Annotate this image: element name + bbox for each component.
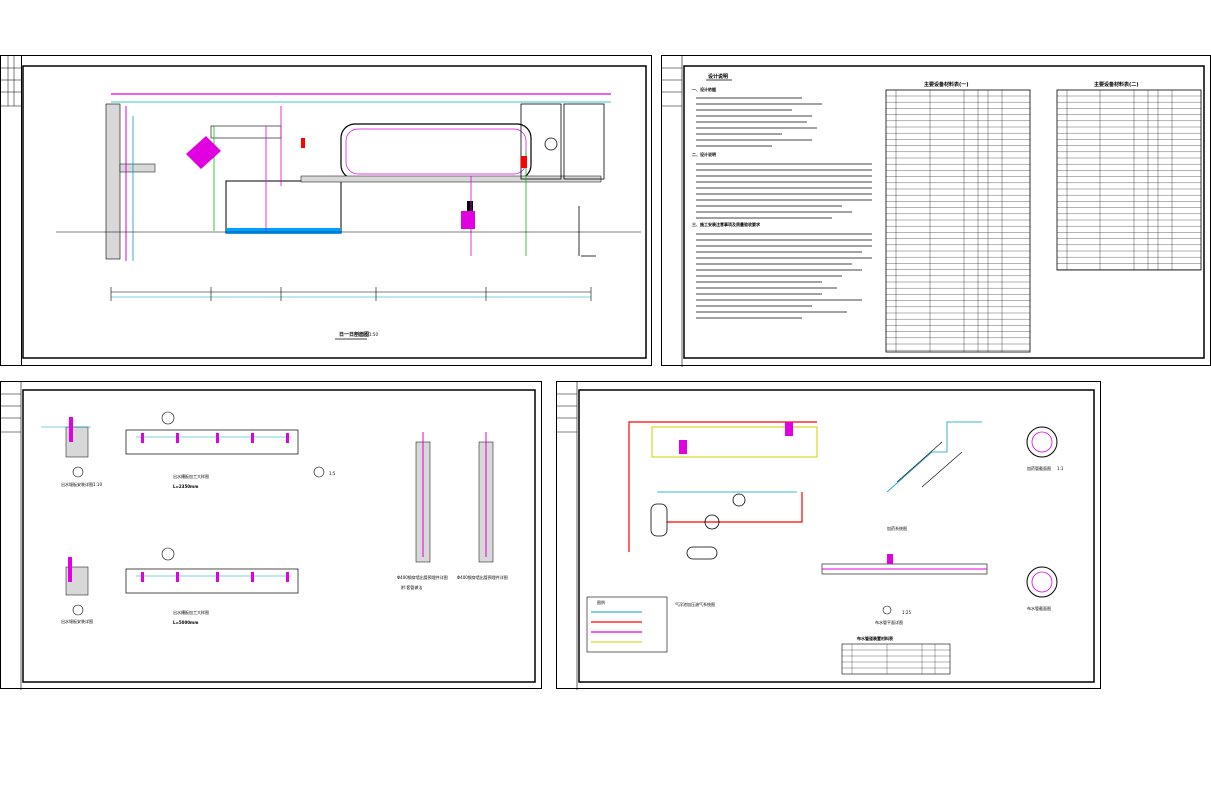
dosing-pipe-section-label: 加药管截面图 (1027, 465, 1051, 471)
detail-c-label: 出水堰板安装详图 (61, 618, 93, 624)
section-view-scale: 1:50 (369, 332, 378, 337)
legend-title: 图例 (597, 599, 605, 605)
air-system-sheet: 气浮池加压溶气系统图 图例 加药系统图 加药管截面图 1:1 布水管截面图 布水… (557, 382, 1095, 690)
material-table-title: 布水管道装置材料表 (857, 635, 893, 641)
drawing-sheet-notes: 设计说明 一、设计依据 二、设计说明 三、施工安装注意事项及质量验收要求 (661, 55, 1211, 367)
section-2-heading: 二、设计说明 (692, 151, 716, 157)
plan-scale: 1:25 (902, 610, 911, 615)
detail-d-length: L=5000mm (173, 620, 198, 625)
distribution-section-label: 布水管截面图 (1027, 605, 1051, 611)
air-system-label: 气浮池加压溶气系统图 (675, 601, 715, 607)
equipment-table-1-title: 主要设备材料表(一) (924, 81, 969, 88)
detail-d-label: 出水槽板加工大样图 (173, 609, 209, 615)
distribution-plan-label: 布水管平面详图 (875, 619, 903, 625)
drawing-sheet-details: 出水堰板安装详图 1:10 出水槽板加工大样图 L=2350mm 1:5 出水堰… (0, 381, 542, 690)
title-strip (1, 56, 22, 365)
details-sheet: 出水堰板安装详图 1:10 出水槽板加工大样图 L=2350mm 1:5 出水堰… (1, 382, 536, 690)
drawing-sheet-air-system: 气浮池加压溶气系统图 图例 加药系统图 加药管截面图 1:1 布水管截面图 布水… (556, 381, 1101, 690)
section-1-heading: 一、设计依据 (692, 86, 716, 92)
detail-b-label: 出水槽板加工大样图 (173, 473, 209, 479)
pipe-embed-a-sub: 附:套管做法 (401, 584, 422, 590)
equipment-table-2-title: 主要设备材料表(二) (1094, 81, 1139, 88)
drawing-sheet-section: 日一日剖面图 1:50 (0, 55, 652, 366)
detail-a-scale: 1:10 (93, 482, 102, 487)
detail-b-scale: 1:5 (329, 471, 336, 476)
section-scale: 1:1 (1057, 466, 1064, 471)
detail-b-length: L=2350mm (173, 484, 198, 489)
pipe-embed-a-label: Φ400钢穿墙出管预埋件详图 (397, 574, 448, 580)
pipe-embed-b-label: Φ400钢穿墙出管预埋件详图 (457, 574, 508, 580)
section-view-title: 日一日剖面图 (339, 331, 369, 338)
design-notes-title: 设计说明 (708, 73, 728, 80)
detail-a-label: 出水堰板安装详图 (61, 481, 93, 487)
notes-sheet: 设计说明 一、设计依据 二、设计说明 三、施工安装注意事项及质量验收要求 (662, 56, 1205, 367)
section-3-heading: 三、施工安装注意事项及质量验收要求 (692, 221, 761, 227)
iso-dosing-label: 加药系统图 (887, 525, 907, 531)
section-drawing: 日一日剖面图 1:50 (1, 56, 647, 359)
